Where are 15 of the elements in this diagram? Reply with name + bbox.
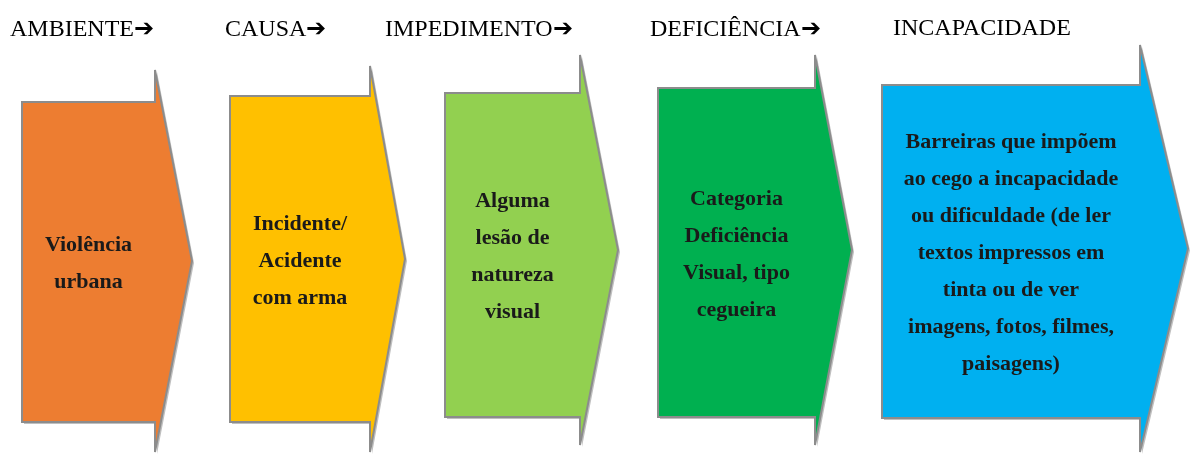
stage-heading: IMPEDIMENTO➔ [385,14,573,42]
step-text: Alguma lesão de natureza visual [470,186,555,325]
process-step [22,70,192,452]
step-text: Incidente/ Acidente com arma [251,208,349,311]
process-step [230,66,405,452]
stage-heading: AMBIENTE➔ [10,14,154,42]
step-text: Violência urbana [43,230,134,295]
stage-heading: DEFICIÊNCIA➔ [650,14,821,42]
process-step [882,45,1188,452]
process-step [445,55,618,445]
process-step [658,55,852,445]
step-text: Categoria Deficiência Visual, tipo cegueira [682,183,791,323]
step-text: Barreiras que impõem ao cego a incapacidade ou dificuldade (de ler textos impressos em tinta ou de ver imagens, fotos, filmes, paisagens) [902,127,1120,377]
stage-heading: INCAPACIDADE [893,14,1071,41]
stage-heading: CAUSA➔ [225,14,327,42]
